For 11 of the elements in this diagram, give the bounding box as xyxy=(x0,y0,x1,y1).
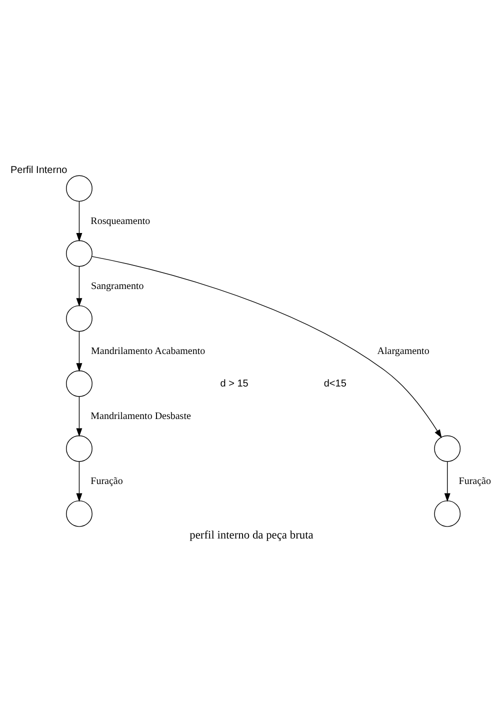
label: d<15 xyxy=(324,378,346,390)
edge-label: Sangramento xyxy=(91,281,144,292)
label: d > 15 xyxy=(220,378,248,390)
edge-label: Rosqueamento xyxy=(90,216,150,227)
node-label: Perfil Interno xyxy=(10,164,68,176)
edge-label: Furação xyxy=(90,476,123,488)
edge-label: Mandrilamento Desbaste xyxy=(90,411,191,422)
caption: perfil interno da peça bruta xyxy=(190,530,314,542)
edge-label: Mandrilamento Acabamento xyxy=(91,346,206,358)
edge-label: Furação xyxy=(458,476,492,488)
edge-label: Alargamento xyxy=(377,346,430,358)
